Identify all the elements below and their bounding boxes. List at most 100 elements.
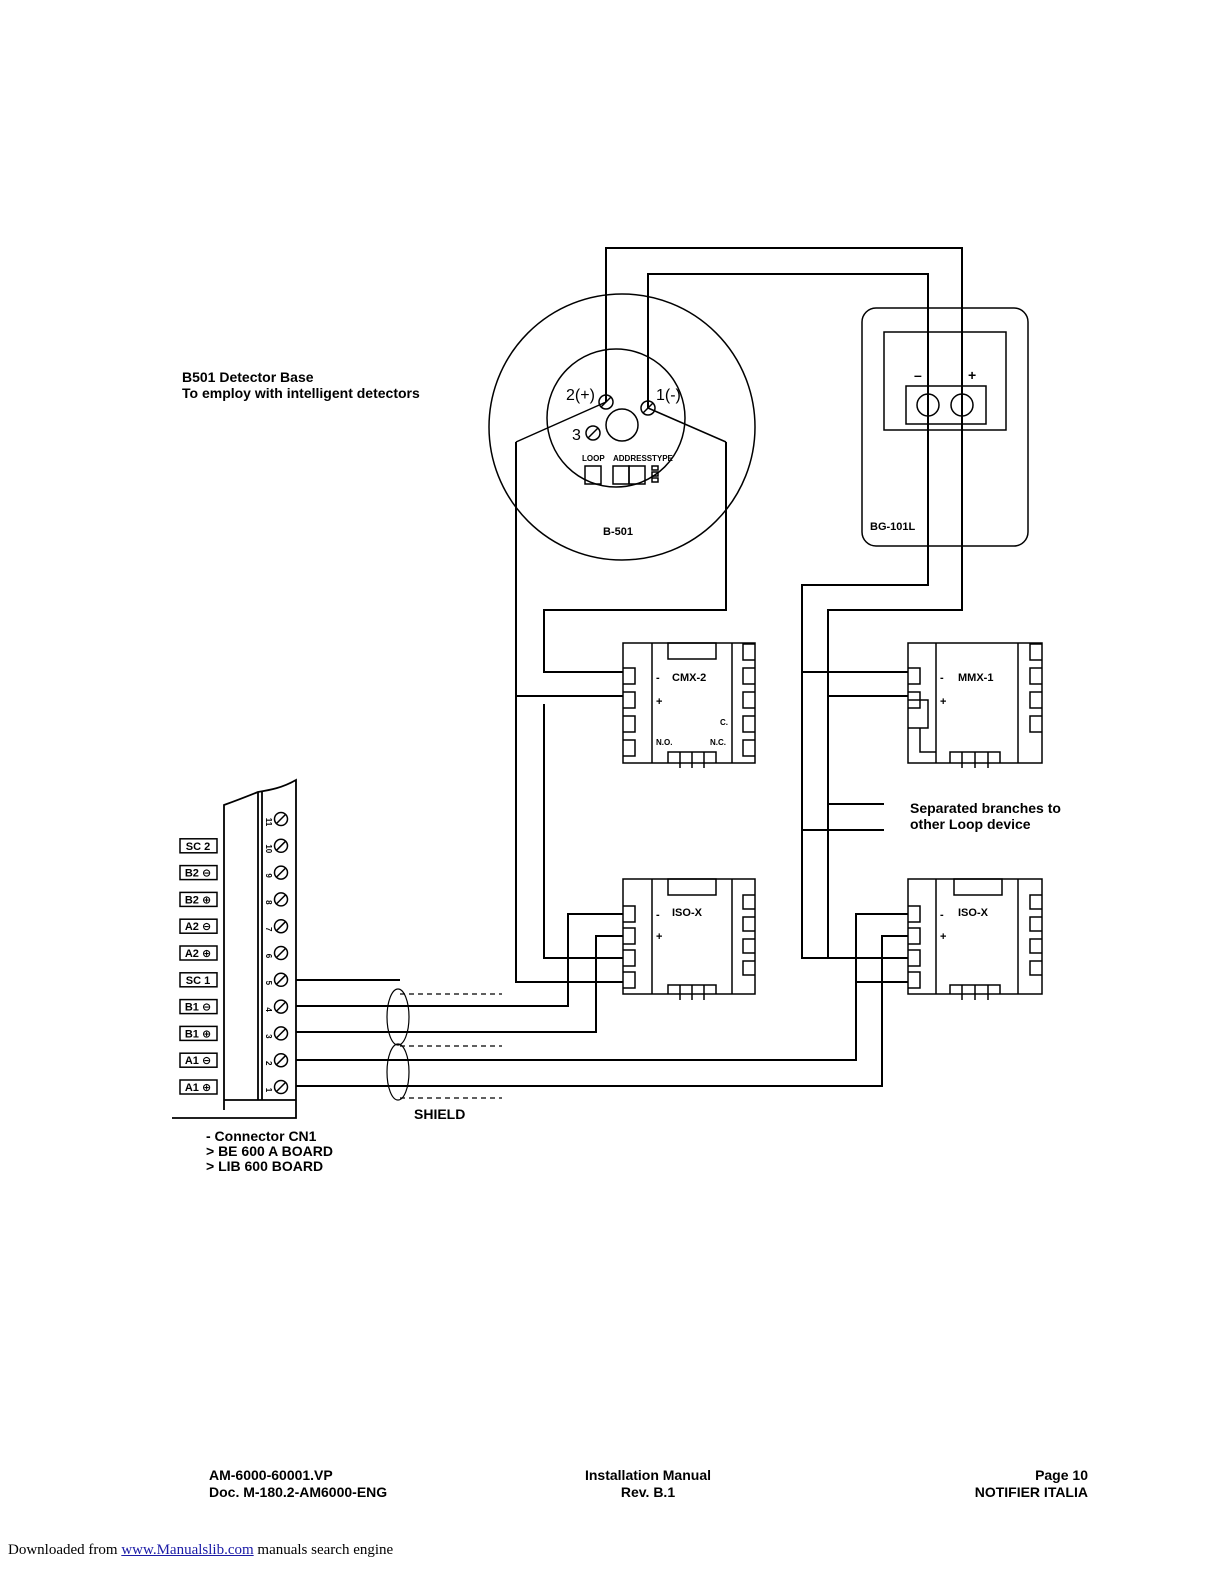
base-loop-label: LOOP bbox=[582, 454, 605, 463]
cmx-label: CMX-2 bbox=[672, 672, 706, 684]
iso-left-minus: - bbox=[656, 909, 660, 921]
terminal-number-7: 7 bbox=[264, 927, 273, 932]
iso-right-plus: + bbox=[940, 931, 946, 943]
bg-plus-label: + bbox=[968, 367, 976, 383]
terminal-panel bbox=[172, 778, 297, 1119]
iso-right-label: ISO-X bbox=[958, 907, 989, 919]
terminal-screw-slot-3 bbox=[275, 1027, 287, 1039]
shield-dashed-lines bbox=[400, 993, 502, 1099]
terminal-label-box bbox=[179, 1052, 218, 1068]
footer-center: Installation Manual Rev. B.1 bbox=[548, 1467, 748, 1501]
terminal-screw-slot-7 bbox=[275, 920, 287, 932]
footer-doc-file: AM-6000-60001.VP bbox=[209, 1467, 333, 1483]
branches-line-1: Separated branches to bbox=[910, 800, 1061, 816]
terminal-label: B1 ⊖ bbox=[185, 1002, 211, 1014]
cmx-minus: - bbox=[656, 672, 660, 684]
manualslib-link[interactable]: www.Manualslib.com bbox=[121, 1542, 254, 1558]
terminal-screw-slot-6 bbox=[275, 947, 287, 959]
terminal-label: SC 1 bbox=[186, 975, 210, 987]
iso-x-module-left bbox=[622, 878, 756, 1000]
iso-x-module-right bbox=[907, 878, 1043, 1000]
terminal-number-2: 2 bbox=[264, 1061, 273, 1066]
terminal-number-6: 6 bbox=[264, 954, 273, 959]
terminal-screw-1 bbox=[273, 1079, 289, 1095]
terminal-labels: SC 2B2 ⊖B2 ⊕A2 ⊖A2 ⊕SC 1B1 ⊖B1 ⊕A1 ⊖A1 ⊕ bbox=[179, 838, 218, 1095]
connector-line-2: > BE 600 A BOARD bbox=[206, 1143, 333, 1159]
terminal-label-box bbox=[179, 1025, 218, 1042]
download-prefix: Downloaded from bbox=[8, 1542, 118, 1558]
base-term-minus: 1(-) bbox=[656, 387, 681, 404]
terminal-screw-4 bbox=[273, 999, 289, 1014]
terminal-screw-slot-2 bbox=[275, 1054, 287, 1066]
footer-doc-number: Doc. M-180.2-AM6000-ENG bbox=[209, 1484, 388, 1500]
terminal-number-1: 1 bbox=[264, 1088, 273, 1093]
terminal-label: B2 ⊕ bbox=[185, 894, 211, 906]
terminal-screw-9 bbox=[273, 865, 289, 880]
terminal-screw-5 bbox=[273, 972, 289, 988]
footer-company: NOTIFIER ITALIA bbox=[974, 1484, 1088, 1500]
shield-ellipses bbox=[386, 988, 410, 1101]
terminal-label-box bbox=[179, 864, 218, 881]
bg-minus-label: – bbox=[914, 367, 922, 383]
cmx-nc: N.C. bbox=[710, 738, 726, 747]
branches-line-2: other Loop device bbox=[910, 816, 1031, 832]
footer-revision: Rev. B.1 bbox=[620, 1484, 676, 1500]
terminal-screw-8 bbox=[273, 892, 289, 907]
iso-right-minus: - bbox=[940, 909, 944, 921]
terminal-label-box bbox=[179, 838, 218, 854]
cmx-no: N.O. bbox=[656, 738, 672, 747]
terminal-number-4: 4 bbox=[264, 1007, 273, 1012]
terminal-screw-10 bbox=[273, 838, 289, 854]
terminal-label: A2 ⊖ bbox=[185, 921, 211, 933]
detector-base bbox=[488, 293, 756, 561]
base-subtitle: To employ with intelligent detectors bbox=[182, 385, 420, 401]
cmx-plus: + bbox=[656, 696, 662, 708]
terminal-screw-slot-11 bbox=[275, 813, 287, 825]
cmx-2-module bbox=[622, 642, 756, 768]
wiring bbox=[296, 247, 963, 1087]
footer-right: Page 10 NOTIFIER ITALIA bbox=[975, 1467, 1088, 1501]
iso-left-label: ISO-X bbox=[672, 907, 703, 919]
terminal-label-box bbox=[179, 891, 218, 908]
base-wire-minus bbox=[647, 407, 727, 443]
terminal-label: B1 ⊕ bbox=[185, 1028, 211, 1040]
base-wire-plus bbox=[515, 401, 607, 443]
footer-left: AM-6000-60001.VP Doc. M-180.2-AM6000-ENG bbox=[209, 1467, 387, 1501]
cmx-c: C. bbox=[720, 718, 728, 727]
bg-101l-device bbox=[861, 307, 1029, 547]
terminal-screw-slot-5 bbox=[275, 974, 287, 986]
terminal-label: A1 ⊕ bbox=[185, 1082, 211, 1094]
terminal-label: SC 2 bbox=[186, 841, 210, 853]
terminal-number-8: 8 bbox=[264, 900, 273, 905]
base-title: B501 Detector Base bbox=[182, 369, 314, 385]
mmx-minus: - bbox=[940, 672, 944, 684]
terminal-number-10: 10 bbox=[264, 844, 273, 853]
terminal-label-box bbox=[179, 998, 218, 1015]
mmx-plus: + bbox=[940, 696, 946, 708]
terminal-number-3: 3 bbox=[264, 1034, 273, 1039]
terminal-screw-11 bbox=[273, 811, 289, 827]
terminal-label: A2 ⊕ bbox=[185, 948, 211, 960]
bg-model: BG-101L bbox=[870, 521, 916, 533]
download-suffix: manuals search engine bbox=[257, 1542, 394, 1558]
base-address-label: ADDRESS bbox=[613, 454, 653, 463]
download-note: Downloaded from www.Manualslib.com manua… bbox=[8, 1542, 393, 1559]
terminal-label-box bbox=[179, 972, 218, 988]
terminal-screw-slot-9 bbox=[275, 867, 287, 879]
mmx-label: MMX-1 bbox=[958, 672, 993, 684]
base-term-plus: 2(+) bbox=[566, 387, 595, 404]
terminal-screw-slot-10 bbox=[275, 840, 287, 852]
shield-label: SHIELD bbox=[414, 1106, 465, 1122]
terminal-label: A1 ⊖ bbox=[185, 1055, 211, 1067]
terminal-screw-2 bbox=[273, 1052, 289, 1068]
mmx-1-module bbox=[907, 642, 1043, 768]
base-model: B-501 bbox=[603, 526, 633, 538]
terminal-number-11: 11 bbox=[264, 818, 273, 827]
base-term-3: 3 bbox=[572, 427, 581, 444]
footer-page-number: Page 10 bbox=[1035, 1467, 1088, 1483]
connector-line-1: - Connector CN1 bbox=[206, 1128, 317, 1144]
terminal-number-5: 5 bbox=[264, 981, 273, 986]
terminal-screw-slot-4 bbox=[275, 1001, 287, 1013]
